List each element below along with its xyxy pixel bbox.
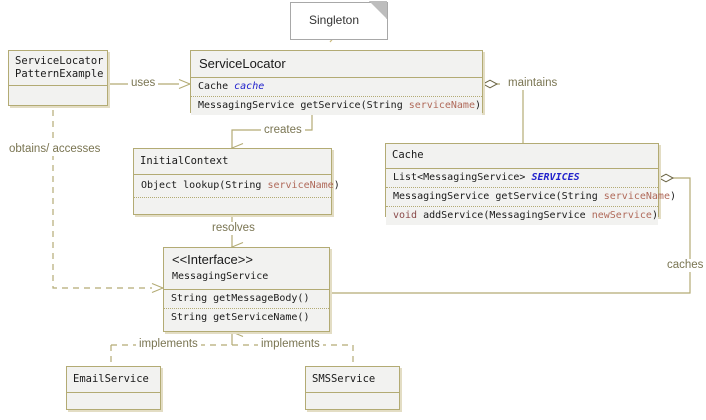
class-name-service-locator: ServiceLocator: [191, 51, 482, 78]
class-empty-compartment: [134, 198, 331, 213]
field-cache: Cache cache: [191, 78, 482, 97]
method-get-message-body: String getMessageBody(): [164, 290, 329, 309]
method-cache-get-service-param: serviceName: [603, 191, 670, 202]
edge-label-uses: uses: [128, 77, 159, 90]
edge-label-implements-sms: implements: [258, 338, 323, 351]
edge-label-caches: caches: [664, 259, 706, 272]
class-name-email-service: EmailService: [67, 367, 160, 393]
class-cache[interactable]: Cache List<MessagingService> SERVICES Me…: [385, 143, 676, 225]
method-get-service-name: String getServiceName(): [164, 309, 329, 327]
edge-label-implements-email: implements: [136, 338, 201, 351]
field-services: List<MessagingService> SERVICES: [386, 169, 658, 188]
class-service-locator-pattern-example[interactable]: ServiceLocator PatternExample: [8, 50, 108, 106]
class-empty-compartment: [9, 86, 107, 102]
method-cache-get-service-close: ): [669, 191, 677, 202]
interface-stereotype: <<Interface>>: [172, 252, 253, 267]
class-email-service[interactable]: EmailService: [66, 366, 161, 410]
method-cache-get-service: MessagingService getService(String servi…: [386, 188, 676, 207]
method-get-service-signature: getService(String: [300, 100, 403, 111]
method-get-service: MessagingService getService(String servi…: [191, 97, 482, 115]
field-services-name: SERVICES: [531, 172, 580, 183]
class-initial-context[interactable]: InitialContext Object lookup(String serv…: [133, 148, 340, 215]
edge-label-resolves: resolves: [209, 222, 258, 235]
interface-name: MessagingService: [172, 271, 269, 282]
method-get-service-param: serviceName: [408, 100, 475, 111]
class-name-cache: Cache: [386, 144, 658, 169]
method-cache-get-service-signature: getService(String: [495, 191, 598, 202]
edge-obtains-accesses: [52, 110, 163, 288]
class-name-initial-context: InitialContext: [134, 149, 331, 175]
edge-caches: [330, 178, 691, 294]
field-cache-name: cache: [234, 81, 265, 92]
method-add-service-param: newService: [591, 210, 652, 221]
method-add-service-return: void: [393, 210, 418, 221]
class-name-service-locator-pattern-example: ServiceLocator PatternExample: [9, 51, 107, 86]
field-services-type: List<MessagingService>: [393, 172, 526, 183]
note-body: [290, 2, 388, 40]
method-lookup: Object lookup(String serviceName): [134, 175, 340, 198]
method-lookup-return: Object: [141, 180, 178, 191]
method-lookup-signature: lookup(String: [183, 180, 262, 191]
class-service-locator[interactable]: ServiceLocator Cache cache MessagingServ…: [190, 50, 483, 115]
method-lookup-close: ): [333, 180, 340, 191]
note-text: Singleton: [308, 13, 360, 27]
class-name-line-2: PatternExample: [15, 68, 104, 80]
interface-messaging-service[interactable]: <<Interface>> MessagingService String ge…: [163, 247, 330, 332]
class-empty-compartment: [306, 393, 399, 409]
edge-label-obtains-accesses: obtains/ accesses: [6, 143, 104, 156]
class-name-sms-service: SMSService: [306, 367, 399, 393]
method-get-service-close: ): [474, 100, 482, 111]
edge-label-maintains: maintains: [505, 77, 561, 90]
note-singleton: Singleton: [290, 1, 388, 40]
method-get-service-return: MessagingService: [198, 100, 295, 111]
class-name-line-1: ServiceLocator: [15, 55, 104, 67]
method-cache-get-service-return: MessagingService: [393, 191, 490, 202]
edge-label-creates: creates: [261, 124, 305, 137]
edge-maintains: [483, 84, 524, 143]
class-sms-service[interactable]: SMSService: [305, 366, 400, 410]
class-empty-compartment: [67, 393, 160, 409]
method-add-service-signature: addService(MessagingService: [423, 210, 586, 221]
method-add-service: void addService(MessagingService newServ…: [386, 207, 658, 225]
method-add-service-close: ): [651, 210, 658, 221]
interface-header: <<Interface>> MessagingService: [164, 248, 329, 290]
method-lookup-param: serviceName: [267, 180, 334, 191]
field-cache-type: Cache: [198, 81, 229, 92]
